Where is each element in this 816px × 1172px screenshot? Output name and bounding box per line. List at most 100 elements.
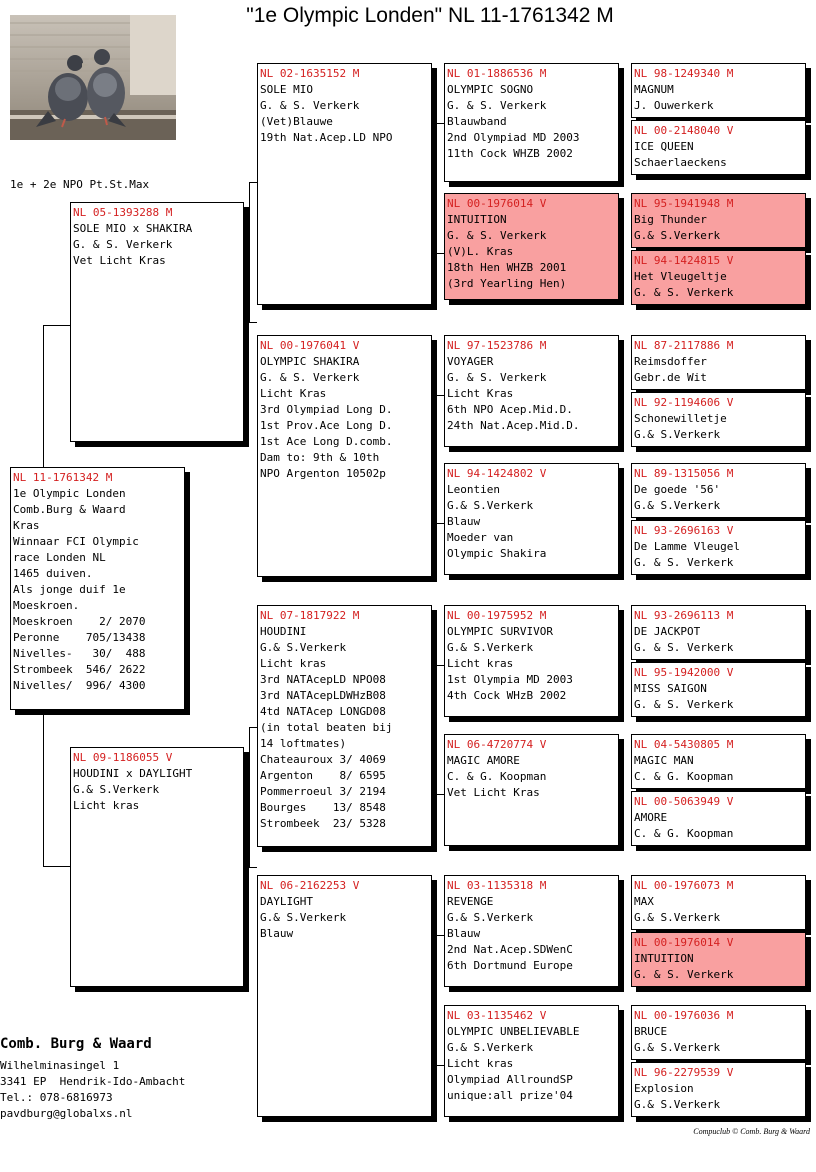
card-line: Strombeek 546/ 2622 bbox=[13, 663, 146, 676]
card-line: 11th Cock WHZB 2002 bbox=[447, 147, 573, 160]
connector-line bbox=[249, 322, 257, 323]
card-line: NPO Argenton 10502p bbox=[260, 467, 386, 480]
card-line: G. & S. Verkerk bbox=[634, 968, 734, 981]
card-line: G. & S. Verkerk bbox=[634, 286, 734, 299]
card-line: G.& S.Verkerk bbox=[634, 229, 721, 242]
card-line: G. & S. Verkerk bbox=[634, 641, 734, 654]
card-line: G. & S. Verkerk bbox=[634, 556, 734, 569]
card-line: Blauwband bbox=[447, 115, 507, 128]
connector-line bbox=[436, 665, 444, 666]
card-line: Licht kras bbox=[73, 799, 140, 812]
ring-number: NL 06-4720774 V bbox=[447, 738, 547, 751]
card-line: MAGNUM bbox=[634, 83, 674, 96]
card-line: Kras bbox=[13, 519, 40, 532]
card-line: Big Thunder bbox=[634, 213, 707, 226]
connector-line bbox=[436, 253, 444, 254]
card-line: AMORE bbox=[634, 811, 668, 824]
card-line: Leontien bbox=[447, 483, 500, 496]
card-line: 4th Cock WHzB 2002 bbox=[447, 689, 567, 702]
connector-line bbox=[436, 935, 445, 1065]
address-line: 3341 EP Hendrik-Ido-Ambacht bbox=[0, 1075, 186, 1088]
ring-number: NL 07-1817922 M bbox=[260, 609, 360, 622]
card-line: 1st Olympia MD 2003 bbox=[447, 673, 573, 686]
card-line: 1e Olympic Londen bbox=[13, 487, 126, 500]
card-line: MAGIC MAN bbox=[634, 754, 694, 767]
ring-number: NL 96-2279539 V bbox=[634, 1066, 734, 1079]
ring-number: NL 02-1635152 M bbox=[260, 67, 360, 80]
card-line: G.& S.Verkerk bbox=[73, 783, 160, 796]
card-line: SOLE MIO x SHAKIRA bbox=[73, 222, 193, 235]
card-line: Olympic Shakira bbox=[447, 547, 547, 560]
card-line: race Londen NL bbox=[13, 551, 106, 564]
connector-line bbox=[436, 123, 444, 124]
card-line: Licht kras bbox=[260, 657, 327, 670]
card-line: G. & S. Verkerk bbox=[447, 371, 547, 384]
ring-number: NL 01-1886536 M bbox=[447, 67, 547, 80]
card-line: (3rd Yearling Hen) bbox=[447, 277, 567, 290]
connector-line bbox=[436, 523, 444, 524]
connector-line bbox=[436, 1065, 444, 1066]
card-line: ICE QUEEN bbox=[634, 140, 694, 153]
ring-number: NL 87-2117886 M bbox=[634, 339, 734, 352]
card-line: 3rd NATAcepLD NPO08 bbox=[260, 673, 386, 686]
page-title: "1e Olympic Londen" NL 11-1761342 M bbox=[246, 4, 614, 27]
card-line: Blauw bbox=[260, 927, 294, 940]
card-line: Moeder van bbox=[447, 531, 514, 544]
card-line: G.& S.Verkerk bbox=[447, 641, 534, 654]
ring-number: NL 00-1976041 V bbox=[260, 339, 360, 352]
card-line: Peronne 705/13438 bbox=[13, 631, 146, 644]
card-line: 1st Ace Long D.comb. bbox=[260, 435, 393, 448]
card-line: DE JACKPOT bbox=[634, 625, 701, 638]
card-line: G. & S. Verkerk bbox=[447, 229, 547, 242]
ring-number: NL 00-1976073 M bbox=[634, 879, 734, 892]
connector-line bbox=[436, 935, 444, 936]
card-line: G. & S. Verkerk bbox=[447, 99, 547, 112]
card-line: Nivelles/ 996/ 4300 bbox=[13, 679, 146, 692]
card-line: OLYMPIC SOGNO bbox=[447, 83, 534, 96]
connector-line bbox=[249, 727, 258, 867]
ring-number: NL 00-1976014 V bbox=[447, 197, 547, 210]
connector-line bbox=[249, 182, 257, 183]
card-line: (V)L. Kras bbox=[447, 245, 514, 258]
card-line: G.& S.Verkerk bbox=[447, 1041, 534, 1054]
card-line: Chateauroux 3/ 4069 bbox=[260, 753, 386, 766]
card-line: Blauw bbox=[447, 515, 481, 528]
ring-number: NL 00-1975952 M bbox=[447, 609, 547, 622]
card-line: OLYMPIC SURVIVOR bbox=[447, 625, 553, 638]
ring-number: NL 95-1941948 M bbox=[634, 197, 734, 210]
email-line: pavdburg@globalxs.nl bbox=[0, 1107, 133, 1120]
card-line: De goede '56' bbox=[634, 483, 721, 496]
card-line: Licht kras bbox=[447, 1057, 514, 1070]
card-line: C. & G. Koopman bbox=[447, 770, 547, 783]
card-line: Olympiad AllroundSP bbox=[447, 1073, 573, 1086]
card-line: 3rd Olympiad Long D. bbox=[260, 403, 393, 416]
card-line: G. & S. Verkerk bbox=[634, 698, 734, 711]
card-line: 6th NPO Acep.Mid.D. bbox=[447, 403, 573, 416]
card-line: unique:all prize'04 bbox=[447, 1089, 573, 1102]
card-line: G.& S.Verkerk bbox=[634, 1041, 721, 1054]
card-line: REVENGE bbox=[447, 895, 494, 908]
card-line: 14 loftmates) bbox=[260, 737, 347, 750]
ring-number: NL 94-1424802 V bbox=[447, 467, 547, 480]
card-line: 18th Hen WHZB 2001 bbox=[447, 261, 567, 274]
card-line: 4td NATAcep LONGD08 bbox=[260, 705, 386, 718]
card-line: 2nd Olympiad MD 2003 bbox=[447, 131, 580, 144]
ring-number: NL 89-1315056 M bbox=[634, 467, 734, 480]
connector-line bbox=[43, 325, 71, 468]
card-line: 1st Prov.Ace Long D. bbox=[260, 419, 393, 432]
